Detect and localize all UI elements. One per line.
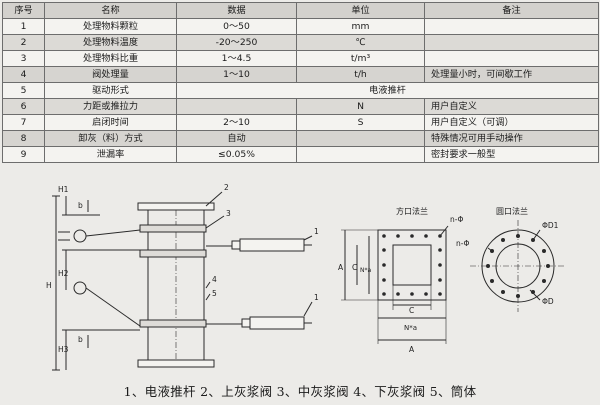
cell-note: 密封要求一般型 bbox=[424, 146, 599, 163]
round-flange-holes: n-Φ bbox=[456, 239, 469, 248]
cell-name: 力距或推拉力 bbox=[44, 98, 177, 115]
header-value: 数据 bbox=[176, 2, 297, 19]
dim-h1: H1 bbox=[58, 185, 69, 194]
table-row: 6 力距或推拉力 N 用户自定义 bbox=[2, 98, 599, 115]
dim-h2: H2 bbox=[58, 269, 69, 278]
drawing-caption: 1、电液推杆 2、上灰浆阀 3、中灰浆阀 4、下灰浆阀 5、筒体 bbox=[123, 384, 477, 399]
part-label-2: 2 bbox=[224, 183, 229, 192]
cell-no: 6 bbox=[2, 98, 45, 115]
cell-no: 7 bbox=[2, 114, 45, 131]
cell-name: 处理物料颗粒 bbox=[44, 18, 177, 35]
header-unit: 单位 bbox=[296, 2, 425, 19]
cell-name: 驱动形式 bbox=[44, 82, 177, 99]
cell-name: 处理物料比重 bbox=[44, 50, 177, 67]
cell-note: 特殊情况可用手动操作 bbox=[424, 130, 599, 147]
cell-value: ≤0.05% bbox=[176, 146, 297, 163]
cell-name: 启闭时间 bbox=[44, 114, 177, 131]
square-flange-holes: n-Φ bbox=[450, 215, 463, 224]
cell-unit: ℃ bbox=[296, 34, 425, 51]
cell-no: 8 bbox=[2, 130, 45, 147]
cell-value: 2～10 bbox=[176, 114, 297, 131]
dim-b-top: b bbox=[78, 201, 83, 210]
cell-value: 1～4.5 bbox=[176, 50, 297, 67]
table-row: 2 处理物料温度 -20～250 ℃ bbox=[2, 34, 599, 51]
cell-note: 用户自定义 bbox=[424, 98, 599, 115]
header-name: 名称 bbox=[44, 2, 177, 19]
cell-name: 卸灰（料）方式 bbox=[44, 130, 177, 147]
cell-unit: S bbox=[296, 114, 425, 131]
cell-no: 2 bbox=[2, 34, 45, 51]
cell-value bbox=[176, 98, 297, 115]
table-row: 8 卸灰（料）方式 自动 特殊情况可用手动操作 bbox=[2, 130, 599, 147]
square-flange-a-left: A bbox=[338, 263, 344, 272]
cell-name: 阀处理量 bbox=[44, 66, 177, 83]
cell-value: 0～50 bbox=[176, 18, 297, 35]
header-note: 备注 bbox=[424, 2, 599, 19]
cell-unit: t/h bbox=[296, 66, 425, 83]
cell-value: -20～250 bbox=[176, 34, 297, 51]
cell-unit: mm bbox=[296, 18, 425, 35]
table-row: 7 启闭时间 2～10 S 用户自定义（可调） bbox=[2, 114, 599, 131]
part-label-5: 4 bbox=[212, 275, 217, 284]
table-header-row: 序号 名称 数据 单位 备注 bbox=[2, 2, 599, 19]
cell-note: 用户自定义（可调） bbox=[424, 114, 599, 131]
part-label-1b: 1 bbox=[314, 293, 319, 302]
cell-name: 处理物料温度 bbox=[44, 34, 177, 51]
part-label-1: 1 bbox=[314, 227, 319, 236]
square-flange-c-left: C bbox=[352, 263, 357, 272]
cell-name: 泄漏率 bbox=[44, 146, 177, 163]
square-flange bbox=[341, 225, 449, 344]
cell-unit: N bbox=[296, 98, 425, 115]
cell-merged-value: 电液推杆 bbox=[176, 82, 599, 99]
cell-value: 自动 bbox=[176, 130, 297, 147]
dim-h: H bbox=[46, 281, 52, 290]
round-flange-d1: ΦD1 bbox=[542, 221, 559, 230]
cell-no: 5 bbox=[2, 82, 45, 99]
table-row: 9 泄漏率 ≤0.05% 密封要求一般型 bbox=[2, 146, 599, 163]
round-flange bbox=[470, 220, 566, 312]
cell-no: 9 bbox=[2, 146, 45, 163]
cell-note: 处理量小时，可间歇工作 bbox=[424, 66, 599, 83]
cell-unit bbox=[296, 130, 425, 147]
square-flange-a-bottom: A bbox=[409, 345, 415, 354]
dim-h3: H3 bbox=[58, 345, 69, 354]
cell-no: 1 bbox=[2, 18, 45, 35]
technical-drawing: H1 b H2 H b H3 1 2 3 4 5 1 方口法兰 n-Φ A C … bbox=[46, 183, 566, 371]
round-flange-title: 圆口法兰 bbox=[496, 206, 528, 216]
square-flange-na-bottom: N*a bbox=[404, 324, 417, 332]
round-flange-d: ΦD bbox=[542, 297, 554, 306]
cell-no: 3 bbox=[2, 50, 45, 67]
cell-value: 1～10 bbox=[176, 66, 297, 83]
square-flange-c-bottom: C bbox=[409, 306, 414, 315]
cell-note bbox=[424, 50, 599, 67]
table-row: 1 处理物料颗粒 0～50 mm bbox=[2, 18, 599, 35]
table-row: 5 驱动形式 电液推杆 bbox=[2, 82, 599, 99]
cell-no: 4 bbox=[2, 66, 45, 83]
square-flange-na-left: N*a bbox=[360, 267, 371, 274]
part-label-3: 3 bbox=[226, 209, 231, 218]
part-label-4: 5 bbox=[212, 289, 217, 298]
table-row: 3 处理物料比重 1～4.5 t/m³ bbox=[2, 50, 599, 67]
cell-note bbox=[424, 18, 599, 35]
cell-note bbox=[424, 34, 599, 51]
header-no: 序号 bbox=[2, 2, 45, 19]
cell-unit: t/m³ bbox=[296, 50, 425, 67]
cell-unit bbox=[296, 146, 425, 163]
table-row: 4 阀处理量 1～10 t/h 处理量小时，可间歇工作 bbox=[2, 66, 599, 83]
dim-b-bottom: b bbox=[78, 335, 83, 344]
valve-assembly bbox=[52, 195, 312, 371]
square-flange-title: 方口法兰 bbox=[396, 206, 428, 216]
spec-table: 序号 名称 数据 单位 备注 1 处理物料颗粒 0～50 mm 2 处理物料温度… bbox=[2, 2, 599, 163]
